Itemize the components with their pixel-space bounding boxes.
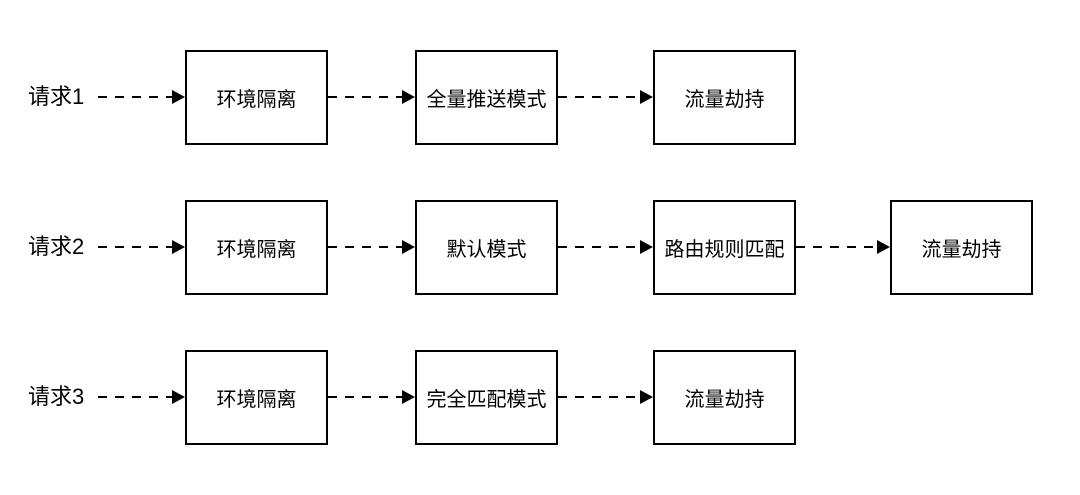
- dashed-line: [558, 96, 642, 98]
- dashed-line: [98, 396, 174, 398]
- arrowhead-icon: [640, 90, 653, 104]
- box-row3-exact-match-mode: 完全匹配模式: [415, 350, 558, 445]
- box-row1-full-push-mode: 全量推送模式: [415, 50, 558, 145]
- dashed-arrow: [558, 240, 653, 254]
- request-2-label: 请求2: [28, 234, 85, 259]
- arrowhead-icon: [172, 90, 185, 104]
- dashed-arrow: [558, 390, 653, 404]
- dashed-arrow: [796, 240, 890, 254]
- dashed-arrow: [98, 90, 185, 104]
- arrowhead-icon: [172, 240, 185, 254]
- box-row1-env-isolation: 环境隔离: [185, 50, 328, 145]
- arrowhead-icon: [402, 240, 415, 254]
- dashed-line: [328, 96, 404, 98]
- box-row1-traffic-hijack: 流量劫持: [653, 50, 796, 145]
- arrowhead-icon: [402, 390, 415, 404]
- box-row2-traffic-hijack: 流量劫持: [890, 200, 1033, 295]
- dashed-line: [558, 246, 642, 248]
- dashed-line: [796, 246, 879, 248]
- arrowhead-icon: [640, 390, 653, 404]
- dashed-line: [328, 396, 404, 398]
- dashed-line: [328, 246, 404, 248]
- box-row3-traffic-hijack: 流量劫持: [653, 350, 796, 445]
- dashed-arrow: [328, 390, 415, 404]
- dashed-line: [98, 246, 174, 248]
- dashed-arrow: [98, 390, 185, 404]
- dashed-arrow: [328, 90, 415, 104]
- dashed-line: [98, 96, 174, 98]
- dashed-arrow: [558, 90, 653, 104]
- dashed-arrow: [328, 240, 415, 254]
- request-1-label: 请求1: [28, 84, 85, 109]
- box-row2-default-mode: 默认模式: [415, 200, 558, 295]
- arrowhead-icon: [877, 240, 890, 254]
- box-row2-env-isolation: 环境隔离: [185, 200, 328, 295]
- box-row2-route-rule-match: 路由规则匹配: [653, 200, 796, 295]
- arrowhead-icon: [640, 240, 653, 254]
- box-row3-env-isolation: 环境隔离: [185, 350, 328, 445]
- dashed-line: [558, 396, 642, 398]
- request-3-label: 请求3: [28, 384, 85, 409]
- arrowhead-icon: [402, 90, 415, 104]
- dashed-arrow: [98, 240, 185, 254]
- arrowhead-icon: [172, 390, 185, 404]
